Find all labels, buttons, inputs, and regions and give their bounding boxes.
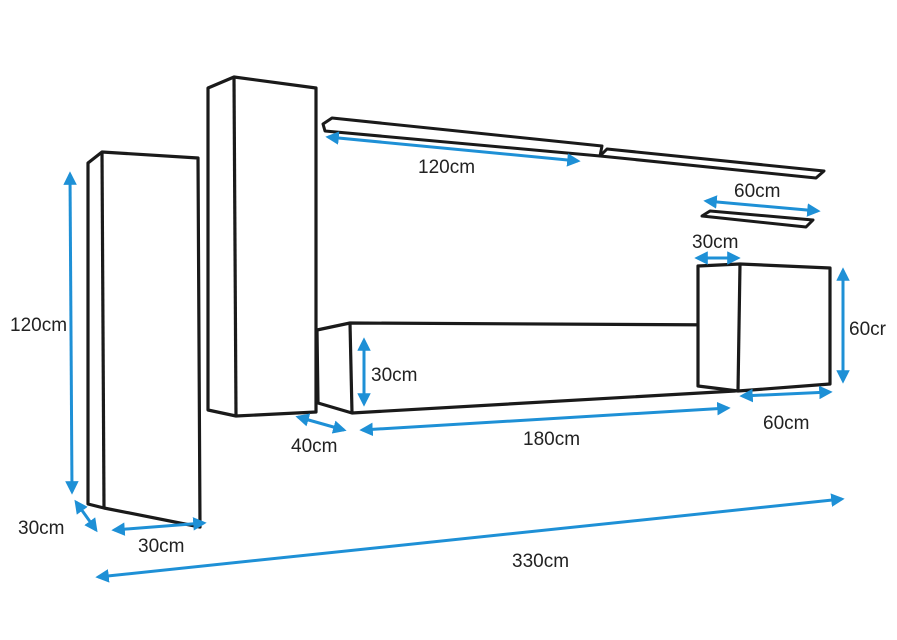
label-small-shelf-depth: 30cm [692, 232, 738, 253]
label-small-shelf-width: 60cm [734, 181, 780, 202]
dim-tv-unit-width [359, 401, 731, 437]
label-tall-cabinet-depth: 40cm [291, 436, 337, 457]
dim-top-shelf-width [325, 131, 581, 167]
small-wall-shelf [700, 209, 815, 229]
label-total-width: 330cm [512, 551, 569, 572]
left-cabinet [86, 150, 202, 529]
side-cabinet [696, 262, 832, 393]
dim-side-cabinet-width [739, 385, 833, 403]
label-tv-unit-height: 30cm [371, 365, 417, 386]
label-left-cabinet-depth: 30cm [18, 518, 64, 539]
label-top-shelf-width: 120cm [418, 157, 475, 178]
dimension-labels: 120cm 30cm 30cm 40cm 120cm 60cm 30cm 30c… [10, 157, 887, 572]
dim-total-width [95, 493, 845, 583]
tall-cabinet [206, 75, 318, 418]
dim-small-shelf-width [703, 195, 821, 217]
label-left-cabinet-width: 30cm [138, 536, 184, 557]
label-left-cabinet-height: 120cm [10, 315, 67, 336]
dim-left-cabinet-depth [74, 499, 98, 533]
top-wall-shelf [321, 116, 826, 180]
label-tv-unit-width: 180cm [523, 429, 580, 450]
label-side-cabinet-height: 60cr [849, 319, 887, 340]
label-side-cabinet-width: 60cm [763, 413, 809, 434]
dim-left-cabinet-height [63, 171, 79, 495]
dim-tall-cabinet-depth [295, 413, 347, 434]
dimension-lines [63, 131, 850, 583]
